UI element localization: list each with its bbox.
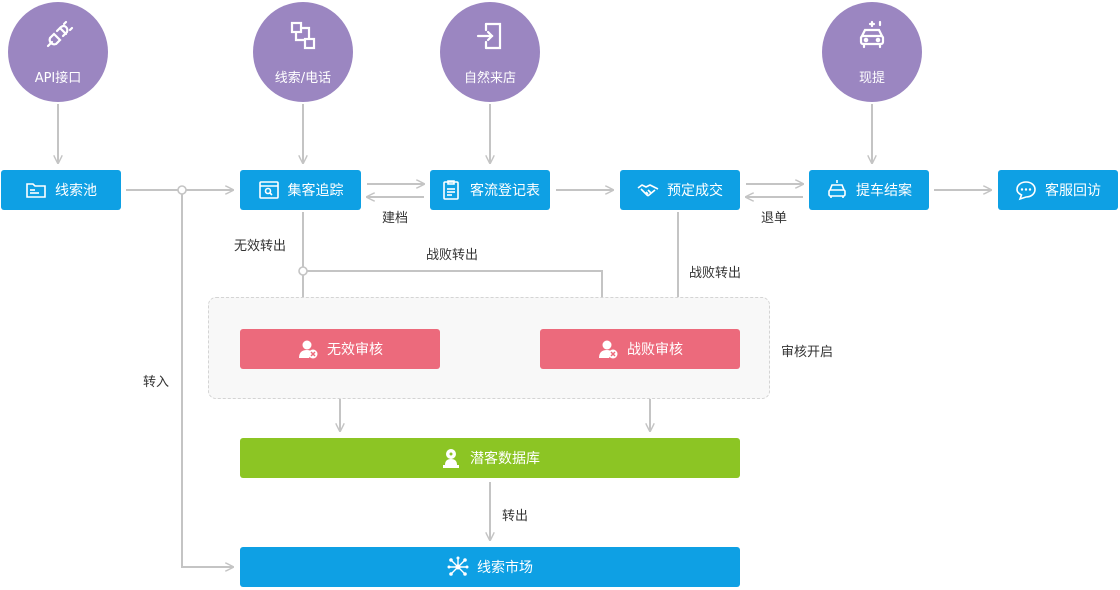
source-walkin-node[interactable]: 自然来店 — [440, 2, 540, 102]
plug-icon — [46, 20, 74, 48]
chat-bubble-icon — [1016, 181, 1036, 201]
car-icon — [828, 180, 846, 198]
potential-db-label: 潜客数据库 — [470, 451, 540, 467]
user-x-icon — [599, 340, 618, 359]
service-node[interactable]: 客服回访 — [998, 170, 1118, 210]
network-icon — [447, 556, 469, 576]
order-label: 预定成交 — [667, 183, 723, 199]
tracking-node[interactable]: 集客追踪 — [240, 170, 361, 210]
edge-label-transfer-in: 转入 — [143, 375, 170, 390]
edge-transfer-in — [181, 194, 233, 567]
edge-label-build-file: 建档 — [382, 211, 409, 226]
delivery-label: 提车结案 — [856, 183, 912, 199]
service-label: 客服回访 — [1045, 183, 1101, 199]
browser-search-icon — [258, 181, 279, 199]
connection-icon — [290, 21, 316, 50]
edge-label-invalid-out: 无效转出 — [234, 239, 287, 254]
junction-review — [298, 266, 308, 276]
lead-market-node[interactable]: 线索市场 — [240, 547, 740, 587]
source-phone-label: 线索/电话 — [274, 71, 332, 86]
delivery-node[interactable]: 提车结案 — [809, 170, 929, 210]
user-stamp-icon — [443, 449, 459, 468]
lead-pool-node[interactable]: 线索池 — [1, 170, 121, 210]
review-enabled-label: 审核开启 — [781, 345, 834, 360]
edge-label-transfer-out: 转出 — [502, 509, 529, 524]
clipboard-icon — [443, 180, 459, 200]
source-phone-node[interactable]: 线索/电话 — [253, 2, 353, 102]
user-x-icon — [299, 340, 318, 359]
junction-transfer — [177, 185, 187, 195]
lead-market-label: 线索市场 — [477, 560, 533, 576]
tracking-label: 集客追踪 — [287, 183, 344, 199]
invalid-review-label: 无效审核 — [327, 342, 383, 358]
source-api-label: API接口 — [34, 71, 82, 86]
order-node[interactable]: 预定成交 — [620, 170, 740, 210]
potential-db-node[interactable]: 潜客数据库 — [240, 438, 740, 478]
lead-pool-label: 线索池 — [55, 183, 97, 199]
enter-door-icon — [476, 22, 502, 50]
edge-label-return-order: 退单 — [761, 211, 788, 226]
handshake-icon — [637, 184, 659, 197]
source-pickup-label: 现提 — [858, 71, 885, 86]
visit-log-label: 客流登记表 — [470, 183, 540, 199]
edge-label-defeat-out-1: 战败转出 — [426, 248, 479, 263]
visit-log-node[interactable]: 客流登记表 — [430, 170, 550, 210]
defeat-review-label: 战败审核 — [627, 342, 683, 358]
source-walkin-label: 自然来店 — [463, 71, 516, 86]
defeat-review-node[interactable]: 战败审核 — [540, 329, 740, 369]
sparkle-car-icon — [859, 20, 885, 49]
invalid-review-node[interactable]: 无效审核 — [240, 329, 440, 369]
source-api-node[interactable]: API接口 — [8, 2, 108, 102]
edge-label-defeat-out-2: 战败转出 — [689, 266, 742, 281]
folder-icon — [26, 183, 46, 198]
source-pickup-node[interactable]: 现提 — [822, 2, 922, 102]
